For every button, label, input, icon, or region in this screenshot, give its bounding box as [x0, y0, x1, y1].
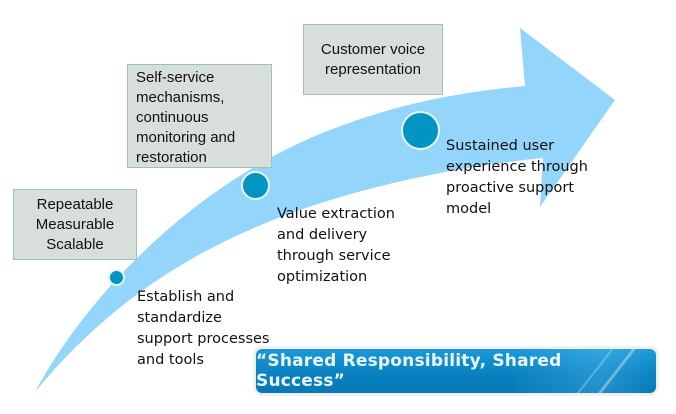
caption-line: and delivery — [277, 227, 368, 243]
banner-glow — [516, 349, 656, 393]
milestone-1-box-line: Repeatable — [36, 195, 114, 213]
milestone-1-box: Repeatable Measurable Scalable — [13, 189, 137, 260]
milestone-1-caption: Establish and standardize support proces… — [137, 287, 269, 371]
caption-line: experience through — [446, 159, 588, 175]
caption-line: model — [446, 201, 492, 217]
caption-line: Establish and — [137, 289, 235, 305]
milestone-1-box-line: Scalable — [46, 235, 104, 253]
milestone-3-dot — [401, 111, 440, 150]
milestone-2-box-line: monitoring and — [136, 129, 236, 146]
caption-line: standardize — [137, 310, 222, 326]
caption-line: optimization — [277, 269, 368, 285]
milestone-3-box-line: Customer voice — [320, 40, 426, 58]
milestone-1-box-line: Measurable — [35, 215, 115, 233]
milestone-3-box-line: representation — [325, 60, 421, 78]
motto-text: “Shared Responsibility, Shared Success” — [256, 351, 562, 391]
caption-line: proactive support — [446, 180, 575, 196]
curved-arrow-shape — [35, 28, 615, 392]
caption-line: support processes — [137, 331, 270, 347]
milestone-2-box-line: mechanisms, — [136, 89, 225, 106]
caption-line: Sustained user — [446, 138, 555, 154]
caption-line: and tools — [137, 352, 204, 368]
milestone-2-box-line: continuous — [136, 109, 209, 126]
milestone-2-box-line: restoration — [136, 149, 207, 166]
milestone-2-dot — [241, 171, 270, 200]
caption-line: through service — [277, 248, 391, 264]
milestone-2-caption: Value extraction and delivery through se… — [277, 204, 395, 288]
milestone-2-box-line: Self-service — [136, 69, 215, 86]
caption-line: Value extraction — [277, 206, 395, 222]
milestone-2-box: Self-service mechanisms, continuous moni… — [127, 64, 272, 168]
milestone-3-box: Customer voice representation — [303, 24, 443, 95]
motto-banner: “Shared Responsibility, Shared Success” — [256, 349, 656, 393]
milestone-1-dot — [108, 269, 125, 286]
milestone-3-caption: Sustained user experience through proact… — [446, 136, 588, 220]
